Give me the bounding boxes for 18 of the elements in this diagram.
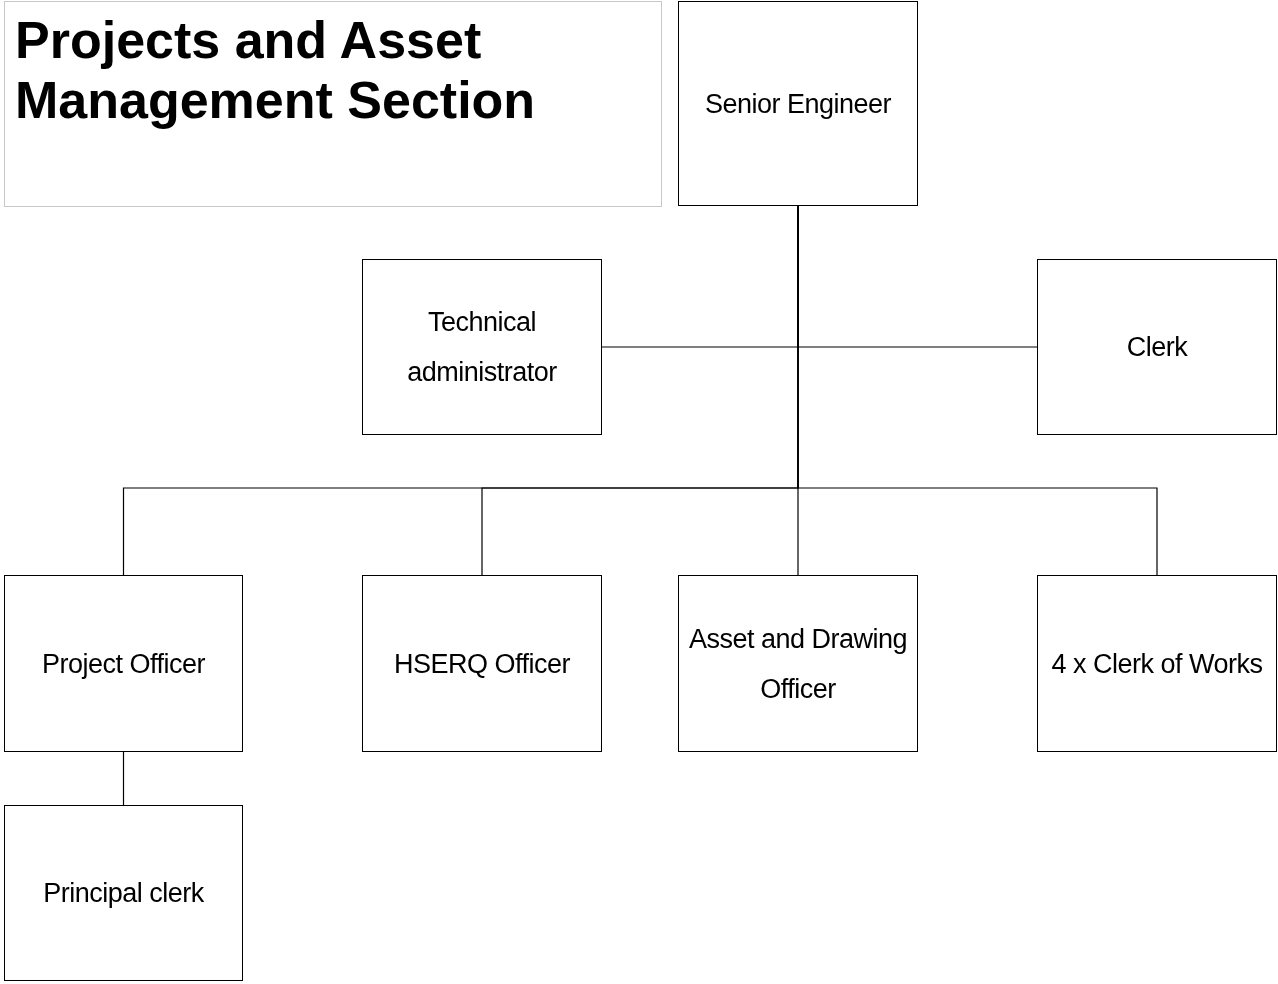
role-title: Asset and Drawing Officer: [687, 622, 909, 706]
connector-line: [122, 751, 125, 806]
role-title: Senior Engineer: [704, 87, 892, 121]
role-title: Clerk: [1126, 331, 1188, 364]
role-title: Project Officer: [41, 647, 206, 681]
role-box: [678, 1, 918, 206]
role-title: Principal clerk: [43, 877, 204, 910]
role-box: [678, 575, 918, 752]
title: Projects and Asset Management Section: [15, 10, 537, 130]
role-box: [4, 575, 243, 752]
role-title: HSERQ Officer: [393, 647, 570, 681]
role-box: [1037, 575, 1277, 752]
role-title: 4 x Clerk of Works: [1051, 647, 1263, 681]
role-box: [362, 259, 602, 435]
role-box: [4, 805, 243, 981]
role-title: Technical administrator: [406, 306, 558, 389]
role-box: [1037, 259, 1277, 435]
role-box: [362, 575, 602, 752]
